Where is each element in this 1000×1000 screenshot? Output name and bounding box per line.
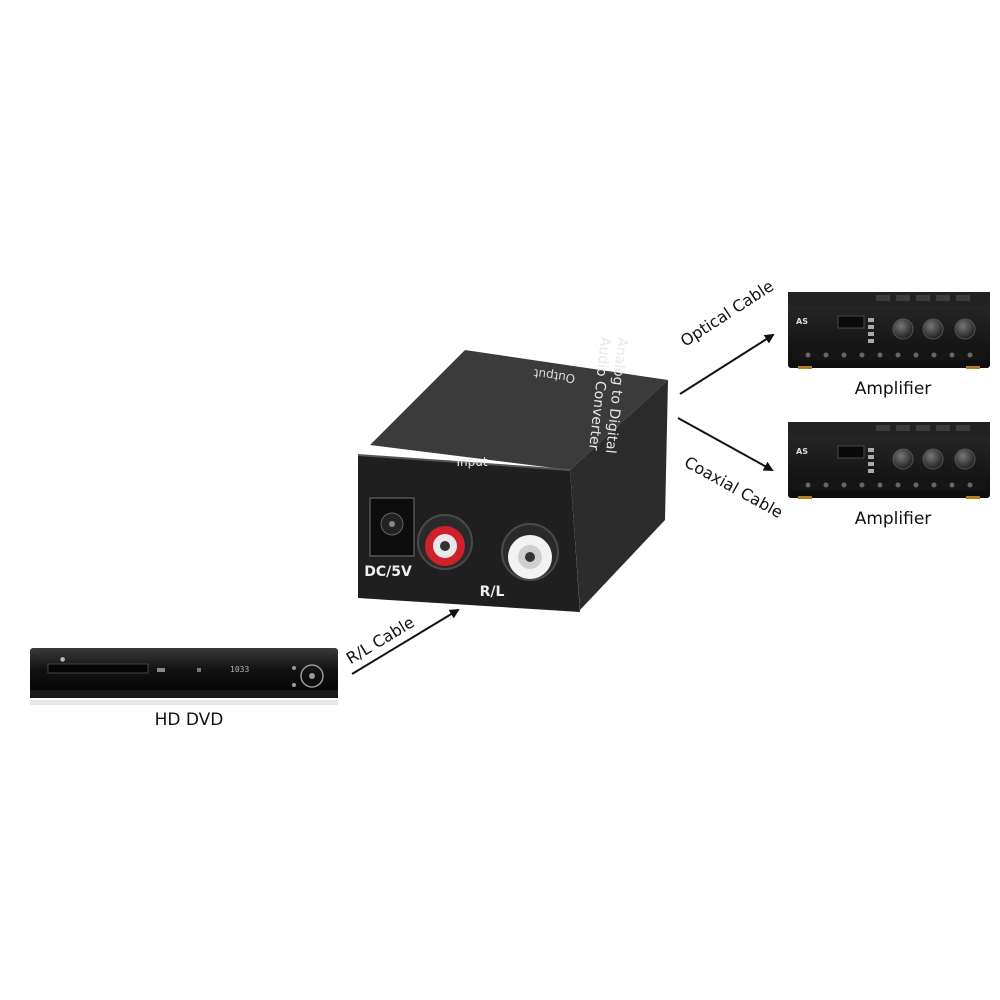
rca-white-jack bbox=[501, 523, 559, 581]
amplifier-2: AS bbox=[788, 422, 990, 499]
rl-cable-arrow bbox=[351, 608, 460, 675]
dc-label: DC/5V bbox=[364, 564, 412, 580]
converter-side-face bbox=[570, 380, 668, 610]
amp2-label: Amplifier bbox=[855, 509, 932, 529]
amp1-label: Amplifier bbox=[855, 379, 932, 399]
converter-top-face bbox=[370, 350, 668, 470]
coaxial-cable-arrow bbox=[677, 417, 774, 471]
dvd-disc-tray bbox=[47, 663, 149, 674]
converter-input-label: Input bbox=[456, 455, 487, 469]
rca-red-jack bbox=[417, 514, 473, 570]
rl-jack-label: R/L bbox=[480, 584, 505, 600]
coaxial-cable-label: Coaxial Cable bbox=[681, 452, 786, 522]
dvd-label: HD DVD bbox=[155, 710, 224, 730]
amp2-brand-logo: AS bbox=[796, 447, 808, 456]
dvd-bluray-logo-icon: ● bbox=[60, 656, 65, 663]
optical-cable-label: Optical Cable bbox=[677, 276, 777, 350]
amplifier-1: AS bbox=[788, 292, 990, 369]
optical-cable-arrow bbox=[679, 333, 775, 395]
converter-output-label: Output bbox=[533, 366, 577, 386]
dvd-body bbox=[30, 648, 338, 692]
dvd-display-readout: 1033 bbox=[230, 665, 249, 674]
dvd-player: ● 1033 bbox=[30, 648, 338, 705]
converter-box: Analog to Digital Audio Converter Output… bbox=[357, 336, 668, 612]
amp1-brand-logo: AS bbox=[796, 317, 808, 326]
dvd-nav-dial bbox=[300, 664, 324, 688]
